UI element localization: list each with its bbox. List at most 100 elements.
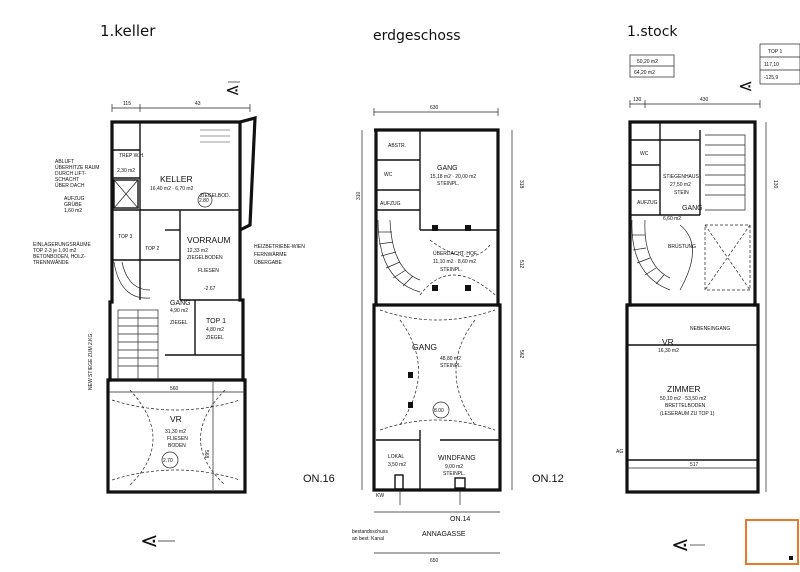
eg-bestandsschuss: bestandsschuss [352, 529, 388, 535]
keller-keller-level: 2.80 [199, 198, 209, 204]
stock-room-gang-area: 6,60 m2 [663, 216, 681, 222]
eg-kw: KW [376, 493, 384, 499]
title-keller: 1.keller [100, 22, 156, 40]
corner-marker-dot [789, 556, 793, 560]
keller-note-stiege: NEW STIEGE ZUM 2.KG. [88, 332, 94, 390]
eg-room-windfang-area: 9,00 m2 [445, 464, 463, 470]
eg-room-windfang-floor: STEINPL. [443, 471, 465, 477]
keller-room-top1-floor: ZIEGEL [206, 335, 224, 341]
eg-aufzug: AUFZUG [380, 201, 401, 207]
eg-dim-side-3: 562 [518, 350, 524, 359]
stock-dim-2: 130 [633, 97, 642, 103]
stock-room-zimmer-note: (LESERAUM ZU TOP 1) [660, 411, 715, 417]
eg-dim-650: 650 [430, 558, 439, 564]
eg-wc: WC [384, 172, 393, 178]
stock-area-box-1: 50,20 m2 [637, 59, 658, 65]
keller-trep-area: 2,30 m2 [117, 168, 135, 174]
eg-room-gang-area: 48,80 m2 [440, 356, 461, 362]
stock-dim-side: 130 [772, 180, 778, 189]
keller-dim-560: 560 [170, 386, 179, 392]
stock-bruestung: BRÜSTUNG [668, 243, 696, 250]
eg-room-gang-floor: STEINPL. [440, 363, 462, 369]
eg-room-gang: GANG [412, 342, 437, 352]
plan-stock: 50,20 m2 64,20 m2 TOP 1 117,10 -125,9 43… [616, 43, 800, 557]
eg-room-ueberdacht: ÜBERDACHT. HOF [433, 250, 477, 257]
keller-vr-level: 2.70 [163, 458, 173, 464]
stock-room-vr-area: 16,30 m2 [658, 348, 679, 354]
stock-ag: AG [616, 449, 623, 455]
keller-room-vorraum-floor2: FLIESEN [198, 268, 219, 274]
stock-room-stiegenhaus-floor: STEIN [674, 190, 689, 196]
keller-room-gang: GANG [170, 300, 191, 307]
plan-keller: 115 43 ⋖ [33, 80, 305, 553]
keller-room-keller: KELLER [160, 174, 193, 184]
eg-dim-side-2: 512 [518, 260, 524, 269]
eg-room-gang-top: GANG [437, 165, 458, 172]
stock-room-stiegenhaus: STIEGENHAUS [663, 174, 700, 180]
eg-room-windfang: WINDFANG [438, 455, 476, 462]
keller-trep-wh: TREP W.H. [119, 153, 144, 159]
keller-room-vorraum-area: 12,33 m2 [187, 248, 208, 254]
section-marker-stock-bottom: ⋖ [671, 532, 689, 557]
eg-dim-side-1: 318 [518, 180, 524, 189]
keller-top3: TOP 3 [118, 234, 132, 240]
keller-room-top1-area: 4,80 m2 [206, 327, 224, 333]
stock-top-box-2: 117,10 [764, 62, 779, 68]
eg-dim-side-4: 310 [356, 191, 362, 200]
section-marker-stock-top: ⋖ [738, 76, 753, 96]
stock-room-zimmer-area: 50,10 m2 · 53,50 m2 [660, 396, 706, 402]
keller-room-top1: TOP 1 [206, 318, 226, 325]
eg-on12: ON.12 [532, 473, 564, 485]
eg-dim-top: 630 [430, 105, 439, 111]
eg-on14: ON.14 [450, 516, 470, 523]
stock-wc: WC [640, 151, 649, 157]
stock-top-box-3: -125,9 [764, 75, 778, 81]
keller-room-keller-area: 16,40 m2 · 6,70 m2 [150, 186, 194, 192]
keller-room-vorraum-floor: ZIEGELBODEN [187, 255, 223, 261]
eg-room-gang-top-floor: STEINPL. [437, 181, 459, 187]
title-stock: 1.stock [627, 24, 678, 40]
stock-area-box-2: 64,20 m2 [634, 70, 655, 76]
keller-room-vorraum: VORRAUM [187, 235, 230, 245]
stock-aufzug: AUFZUG [637, 200, 658, 206]
section-marker-keller-bottom: ⋖ [140, 528, 158, 553]
eg-street-annagasse: ANNAGASSE [422, 531, 466, 538]
stock-top-box-1: TOP 1 [768, 49, 782, 55]
eg-room-gang-top-area: 15,18 m2 · 20,00 m2 [430, 174, 476, 180]
keller-room-vr: VR [170, 414, 182, 424]
stock-room-vr: VR [662, 337, 674, 347]
keller-room-gang-area: 4,90 m2 [170, 308, 188, 314]
eg-abstr: ABSTR. [388, 143, 406, 149]
eg-room-lokal: LOKAL [388, 454, 404, 460]
eg-room-lokal-area: 3,50 m2 [388, 462, 406, 468]
stock-dim-517: 517 [690, 462, 699, 468]
eg-on16: ON.16 [303, 473, 335, 485]
keller-room-vr-floor2: BODEN [168, 443, 186, 449]
keller-room-vr-floor: FLIESEN [167, 436, 188, 442]
stock-dim-1: 430 [700, 97, 709, 103]
keller-dim-568: 568 [203, 450, 209, 459]
keller-dim-2: 43 [195, 101, 201, 107]
stock-room-zimmer-floor: BRETTELBODEN [665, 403, 706, 409]
plan-erdgeschoss: 630 [303, 105, 564, 564]
keller-level: -2.67 [204, 286, 216, 292]
stock-room-gang: GANG [682, 205, 703, 212]
stock-room-stiegenhaus-area: 27,50 m2 [670, 182, 691, 188]
stock-room-zimmer: ZIMMER [667, 384, 701, 394]
keller-dim-1: 115 [123, 101, 131, 107]
keller-room-keller-floor: ZIEGELBOD. [200, 193, 230, 199]
keller-room-gang-floor: ZIEGEL [170, 320, 188, 326]
title-erdgeschoss: erdgeschoss [373, 28, 461, 44]
keller-top2: TOP 2 [145, 246, 159, 252]
corner-marker [745, 519, 799, 565]
eg-room-ueberdacht-area: 11,10 m2 · 8,60 m2 [433, 259, 476, 265]
stock-nebeneingang: NEBENEINGANG [690, 326, 730, 332]
eg-gang-level: 8.00 [434, 408, 444, 414]
eg-room-ueberdacht-floor: STEINPL. [440, 267, 462, 273]
keller-room-vr-area: 31,30 m2 [165, 429, 186, 435]
